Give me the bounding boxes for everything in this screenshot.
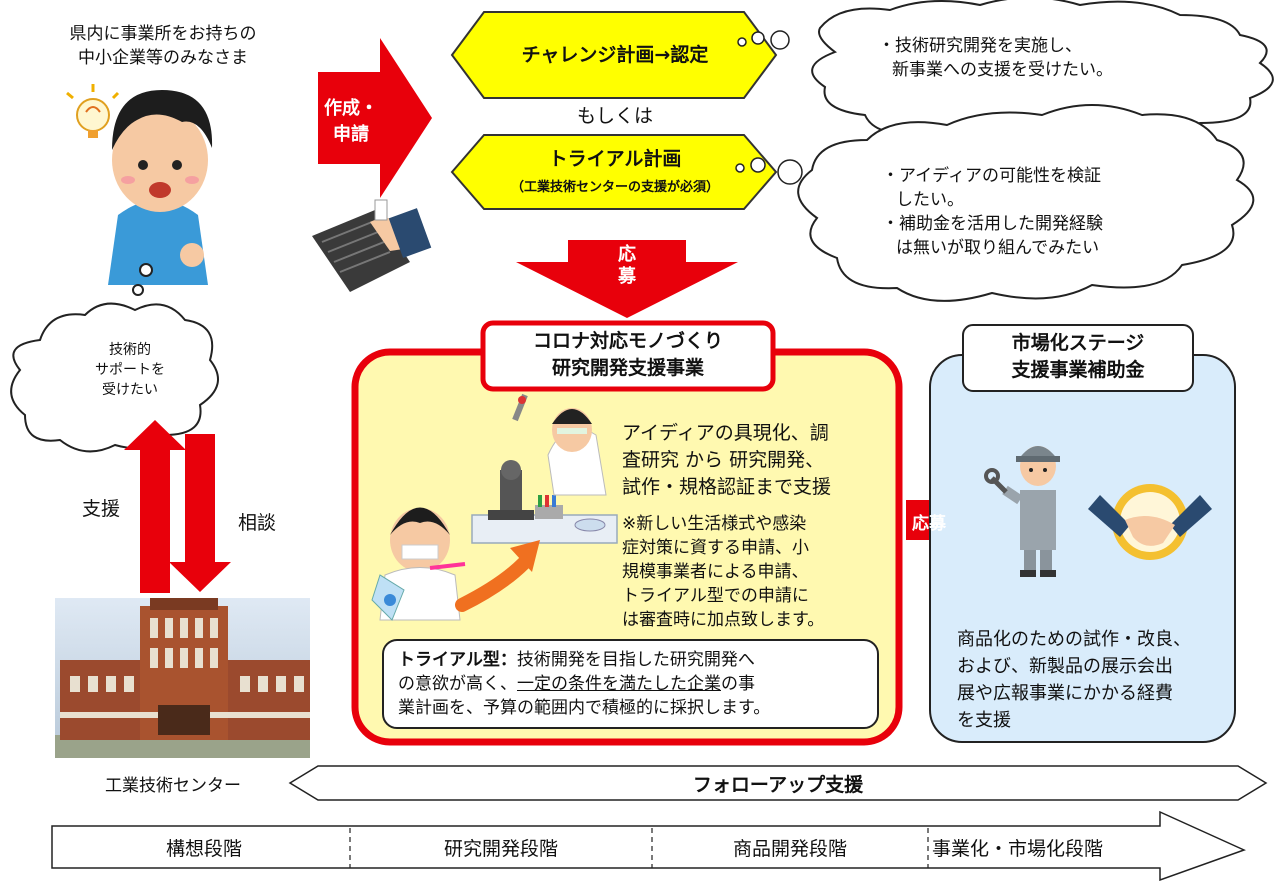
trial-plan-hex [450, 134, 778, 210]
main-note-line-3: 規模事業者による申請、 [622, 562, 809, 582]
create-apply-line-1: 作成・ [324, 98, 378, 119]
stage-concept: 構想段階 [165, 838, 242, 860]
market-program-title-2: 支援事業補助金 [1011, 359, 1145, 381]
apply-down-label: 応 募 [610, 244, 644, 288]
create-apply-label: 作成・ 申請 [322, 96, 380, 148]
main-note-line-4: トライアル型での申請に [622, 586, 809, 606]
person-illustration [66, 84, 213, 285]
main-note-line-1: ※新しい生活様式や感染 [622, 514, 807, 534]
main-desc-line-2: 査研究 から 研究開発、 [622, 449, 825, 471]
main-desc-line-3: 試作・規格認証まで支援 [622, 476, 832, 498]
consult-label: 相談 [238, 512, 277, 534]
thought-1-line-2: 新事業への支援を受けたい。 [892, 60, 1113, 80]
trial-type-line-2a: の意欲が高く、 [398, 674, 517, 694]
thought-cloud-2 [797, 104, 1255, 302]
trial-plan-note: （工業技術センターの支援が必須） [510, 180, 719, 195]
target-audience: 県内に事業所をお持ちの 中小企業等のみなさま [18, 22, 308, 70]
challenge-plan-label: チャレンジ計画→認定 [521, 44, 709, 66]
thought-2-line-2: したい。 [896, 190, 964, 210]
stage-market: 事業化・市場化段階 [932, 838, 1104, 860]
handshake-illustration [1088, 484, 1212, 560]
market-program-description: 商品化のための試作・改良、 および、新製品の展示会出 展や広報事業にかかる経費 … [957, 626, 1232, 734]
trial-plan-title: トライアル計画 [548, 148, 682, 170]
thought-bubble-2-text: ・アイディアの可能性を検証 したい。 ・補助金を活用した開発経験 は無いが取り組… [882, 164, 1182, 260]
keyboard-illustration [312, 199, 432, 292]
create-apply-arrow [318, 38, 432, 198]
trial-type-line-2b: 一定の条件を満たした企業 [517, 674, 721, 694]
consult-down-arrow [169, 434, 231, 592]
trial-type-box [382, 639, 879, 729]
support-up-arrow [124, 420, 186, 593]
support-label: 支援 [82, 498, 121, 520]
market-desc-line-2: および、新製品の展示会出 [957, 656, 1173, 677]
lab-illustration [371, 393, 618, 621]
market-desc-line-1: 商品化のための試作・改良、 [957, 629, 1191, 650]
challenge-plan-hex [450, 11, 778, 99]
apply-down-char-1: 応 [618, 244, 636, 265]
trial-type-text: トライアル型：技術開発を目指した研究開発へ の意欲が高く、一定の条件を満たした企… [398, 648, 870, 720]
progress-arrow [455, 556, 531, 612]
create-apply-line-2: 申請 [333, 124, 369, 145]
stage-product: 商品開発段階 [732, 838, 847, 860]
thought-1-line-1: ・技術研究開発を実施し、 [878, 36, 1082, 56]
main-note-line-2: 症対策に資する申請、小 [622, 538, 809, 558]
tech-center-label: 工業技術センター [105, 776, 241, 796]
trial-type-line-2c: の事 [721, 674, 755, 694]
follow-up-arrow [288, 765, 1268, 801]
or-text: もしくは [576, 105, 653, 127]
follow-up-label: フォローアップ支援 [692, 774, 864, 796]
main-program-note: ※新しい生活様式や感染 症対策に資する申請、小 規模事業者による申請、 トライア… [622, 512, 897, 632]
main-note-line-5: は審査時に加点致します。 [622, 610, 825, 630]
thought-2-line-1: ・アイディアの可能性を検証 [882, 166, 1101, 186]
market-desc-line-3: 展や広報事業にかかる経費 [957, 683, 1173, 704]
target-line-2: 中小企業等のみなさま [78, 48, 248, 68]
trial-type-line-1: 技術開発を目指した研究開発へ [516, 650, 755, 670]
support-cloud [10, 302, 219, 453]
support-bubble-line-2: サポートを [95, 362, 165, 378]
market-program-title: 市場化ステージ 支援事業補助金 [965, 330, 1191, 384]
thought-2-line-3: ・補助金を活用した開発経験 [882, 214, 1103, 234]
main-program-title: コロナ対応モノづくり 研究開発支援事業 [485, 328, 771, 382]
thought-cloud-1 [811, 0, 1274, 146]
main-program-title-box [480, 320, 776, 392]
main-program-title-1: コロナ対応モノづくり [532, 330, 723, 352]
apply-right-label: 応募 [912, 514, 946, 534]
market-desc-line-4: を支援 [957, 710, 1011, 731]
apply-down-char-2: 募 [618, 266, 636, 287]
support-bubble-line-1: 技術的 [109, 342, 151, 358]
main-program-title-2: 研究開発支援事業 [551, 357, 704, 379]
main-program-description: アイディアの具現化、調 査研究 から 研究開発、 試作・規格認証まで支援 [622, 420, 897, 501]
main-desc-line-1: アイディアの具現化、調 [622, 422, 829, 444]
target-line-1: 県内に事業所をお持ちの [69, 24, 257, 44]
thought-bubble-1-text: ・技術研究開発を実施し、 新事業への支援を受けたい。 [878, 34, 1198, 82]
market-program-title-box [962, 324, 1194, 392]
stage-research: 研究開発段階 [443, 838, 558, 860]
thought-2-line-4: は無いが取り組んでみたい [896, 238, 1100, 258]
worker-illustration [984, 446, 1060, 577]
apply-down-arrow [516, 240, 738, 318]
building-illustration [55, 598, 310, 758]
trial-type-line-3: 業計画を、予算の範囲内で積極的に採択します。 [398, 698, 771, 718]
market-program-title-1: 市場化ステージ [1011, 332, 1145, 354]
trial-type-heading: トライアル型： [398, 650, 517, 670]
support-bubble-line-3: 受けたい [102, 382, 158, 398]
support-bubble-text: 技術的 サポートを 受けたい [60, 340, 200, 400]
